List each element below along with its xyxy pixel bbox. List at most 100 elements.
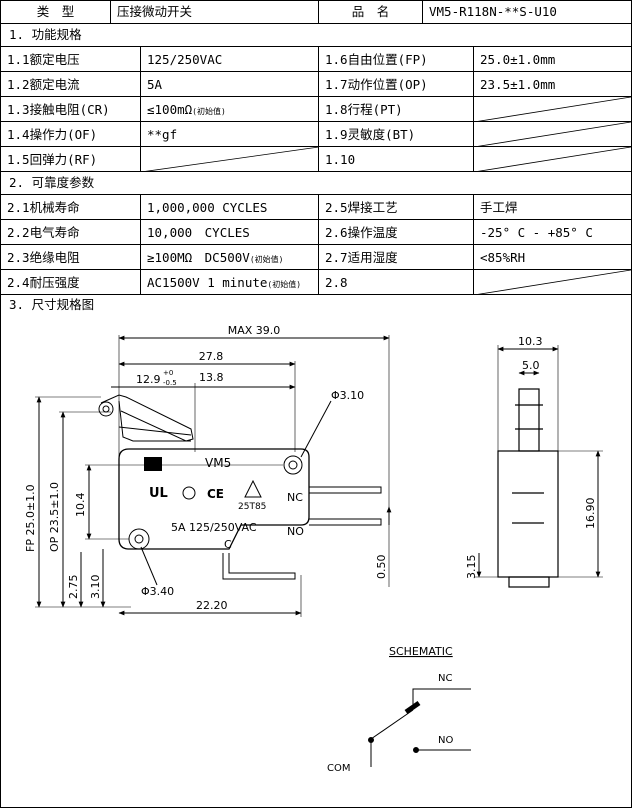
spec-r-label: 1.9灵敏度(BT) <box>319 122 474 146</box>
spec-l-value: ≤100mΩ(初始值) <box>141 97 319 121</box>
spec-l-value-text: 5A <box>147 77 163 92</box>
product-value: VM5-R118N-**S-U10 <box>429 4 557 19</box>
spec-r-label-text: 1.8行程(PT) <box>325 102 403 117</box>
reliability-l-label-text: 2.2电气寿命 <box>7 225 80 240</box>
reliability-l-value: ≥100MΩ DC500V(初始值) <box>141 245 319 269</box>
header-row: 类 型 压接微动开关 品 名 VM5-R118N-**S-U10 <box>1 1 631 24</box>
spec-l-label-text: 1.1额定电压 <box>7 52 80 67</box>
dim-22-20: 22.20 <box>196 599 228 612</box>
spec-r-label-text: 1.7动作位置(OP) <box>325 77 428 92</box>
spec-l-value-text: ≤100mΩ <box>147 102 193 117</box>
model-mark: VM5 <box>205 456 231 470</box>
dim-2-75: 2.75 <box>67 575 80 600</box>
reliability-l-value-text: 10,000 CYCLES <box>147 225 250 240</box>
reliability-row: 2.3绝缘电阻≥100MΩ DC500V(初始值)2.7适用湿度<85%RH <box>1 245 631 270</box>
reliability-l-label-text: 2.1机械寿命 <box>7 200 80 215</box>
spec-l-label-text: 1.5回弹力(RF) <box>7 152 98 167</box>
spec-l-value <box>141 147 319 171</box>
dim-16-90: 16.90 <box>584 498 597 530</box>
spec-r-value-text: 23.5±1.0mm <box>480 77 556 92</box>
spec-l-label-text: 1.3接触电阻(CR) <box>7 102 110 117</box>
spec-l-label-text: 1.2额定电流 <box>7 77 80 92</box>
reliability-r-value: <85%RH <box>474 245 631 269</box>
actuator-lever <box>98 394 194 442</box>
ce-mark: CE <box>207 487 224 501</box>
spec-l-value: 125/250VAC <box>141 47 319 71</box>
switch-body <box>118 448 310 550</box>
spec-r-value <box>474 97 631 121</box>
reliability-r-value: 手工焊 <box>474 195 631 219</box>
dim-12-9: 12.9 <box>136 373 161 386</box>
dim-3-15: 3.15 <box>465 555 478 580</box>
spec-l-label-text: 1.4操作力(OF) <box>7 127 98 142</box>
cert-mark <box>182 486 196 500</box>
c-mark: C <box>224 538 232 551</box>
reliability-l-value: 1,000,000 CYCLES <box>141 195 319 219</box>
reliability-l-label: 2.4耐压强度 <box>1 270 141 294</box>
spec-r-label: 1.8行程(PT) <box>319 97 474 121</box>
spec-l-value-text: **gf <box>147 127 178 142</box>
dim-13-8: 13.8 <box>199 371 224 384</box>
spec-row: 1.4操作力(OF) **gf 1.9灵敏度(BT) <box>1 122 631 147</box>
reliability-note: (初始值) <box>267 280 302 289</box>
spec-r-value-text: 25.0±1.0mm <box>480 52 556 67</box>
spec-l-value: 5A <box>141 72 319 96</box>
spec-l-value: **gf <box>141 122 319 146</box>
tol-minus: -0.5 <box>163 379 177 387</box>
blank-diagonal <box>477 270 631 294</box>
max-len-label: MAX 39.0 <box>228 324 281 337</box>
schematic-title: SCHEMATIC <box>389 645 453 658</box>
type-label: 类 型 <box>1 1 111 23</box>
fp-dim: FP 25.0±1.0 <box>24 484 37 552</box>
reliability-l-value: 10,000 CYCLES <box>141 220 319 244</box>
dim-10-4: 10.4 <box>74 493 87 518</box>
sch-no: NO <box>438 735 453 746</box>
spec-row: 1.5回弹力(RF) 1.10 <box>1 147 631 172</box>
nc-mark: NC <box>287 491 303 504</box>
rating-temp: 25T85 <box>238 502 266 512</box>
terminals <box>222 486 382 580</box>
tol-plus: +0 <box>163 369 173 377</box>
reliability-r-value <box>474 270 631 294</box>
spec-note: (初始值) <box>192 107 226 116</box>
spec-row: 1.3接触电阻(CR) ≤100mΩ(初始值) 1.8行程(PT) <box>1 97 631 122</box>
section3-title: 3. 尺寸规格图 <box>9 297 95 312</box>
brand-logo <box>144 457 162 471</box>
phi-340: Φ3.40 <box>141 585 174 598</box>
reliability-row: 2.1机械寿命 1,000,000 CYCLES 2.5焊接工艺 手工焊 <box>1 195 631 220</box>
rating-mark: 5A 125/250VAC <box>171 521 257 534</box>
spec-r-label-text: 1.9灵敏度(BT) <box>325 127 416 142</box>
blank-diagonal <box>477 122 631 146</box>
reliability-l-value-text: 1,000,000 CYCLES <box>147 200 268 215</box>
spec-r-value: 23.5±1.0mm <box>474 72 631 96</box>
reliability-r-label-text: 2.6操作温度 <box>325 225 398 240</box>
reliability-l-value: AC1500V 1 minute(初始值) <box>141 270 319 294</box>
reliability-r-label-text: 2.5焊接工艺 <box>325 200 398 215</box>
ul-mark: UL <box>149 486 168 501</box>
reliability-r-value-text: 手工焊 <box>480 200 518 215</box>
reliability-r-value-text: -25° C - +85° C <box>480 225 593 240</box>
spec-l-label: 1.1额定电压 <box>1 47 141 71</box>
spec-r-value <box>474 147 631 171</box>
op-dim: OP 23.5±1.0 <box>48 482 61 552</box>
sch-com: COM <box>327 763 350 774</box>
product-label: 品 名 <box>319 1 423 23</box>
spec-r-value <box>474 122 631 146</box>
mount-hole-top <box>283 455 303 475</box>
reliability-l-label: 2.3绝缘电阻 <box>1 245 141 269</box>
reliability-l-label: 2.2电气寿命 <box>1 220 141 244</box>
type-value: 压接微动开关 <box>111 1 319 23</box>
spec-l-label: 1.5回弹力(RF) <box>1 147 141 171</box>
section2-title: 2. 可靠度参数 <box>1 172 631 195</box>
spec-l-label: 1.2额定电流 <box>1 72 141 96</box>
reliability-r-label-text: 2.8 <box>325 275 348 290</box>
vde-mark <box>244 479 262 498</box>
reliability-note: (初始值) <box>249 255 284 264</box>
dimension-drawing: MAX 39.0 27.8 12.9 +0 -0.5 13.8 <box>24 324 603 774</box>
reliability-r-label: 2.7适用湿度 <box>319 245 474 269</box>
spec-r-label-text: 1.10 <box>325 152 356 167</box>
dim-3-10: 3.10 <box>89 575 102 600</box>
reliability-l-label: 2.1机械寿命 <box>1 195 141 219</box>
